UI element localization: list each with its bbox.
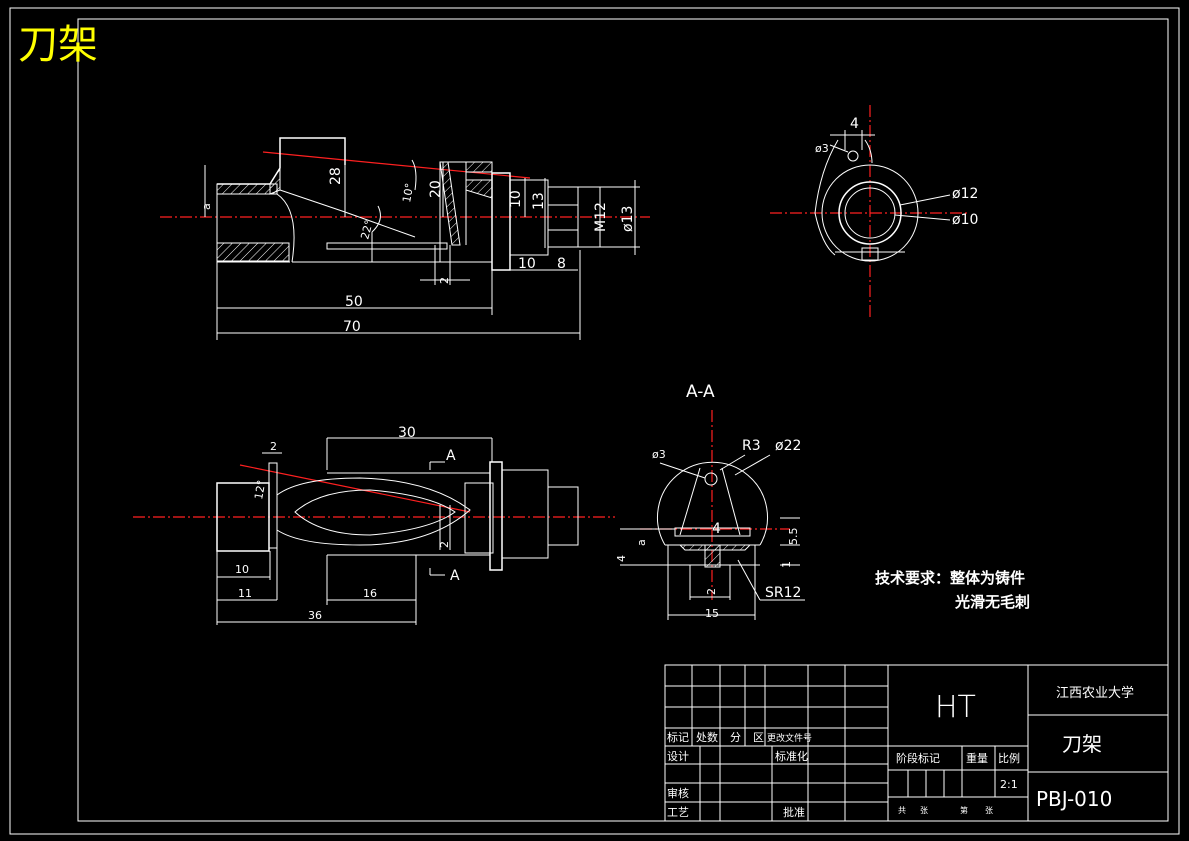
tb-stage-mark: 阶段标记 xyxy=(896,751,940,765)
tb-mark: 标记 xyxy=(667,730,689,744)
dim-dia3-side: ø3 xyxy=(815,142,829,155)
dim-10-h: 10 xyxy=(518,256,536,272)
tb-approve: 批准 xyxy=(783,805,805,819)
inner-frame xyxy=(77,18,1169,822)
tb-zone2: 区 xyxy=(753,731,764,744)
dim-5-5: 5.5 xyxy=(787,528,800,546)
dim-30: 30 xyxy=(398,425,416,441)
corner-title: 刀架 xyxy=(18,22,98,68)
requirements-line-1: 技术要求：整体为铸件 xyxy=(875,569,1025,587)
tb-change-doc: 更改文件号 xyxy=(767,732,812,744)
tb-count: 处数 xyxy=(696,731,718,744)
title-block xyxy=(664,664,1169,822)
dim-a: a xyxy=(200,203,213,210)
front-view xyxy=(160,137,650,340)
outer-frame xyxy=(9,7,1180,835)
dim-28: 28 xyxy=(328,167,344,185)
dim-dia10: ø10 xyxy=(952,212,978,228)
dim-11: 11 xyxy=(238,587,252,600)
section-mark-bottom: A xyxy=(450,568,460,584)
dim-70: 70 xyxy=(343,319,361,335)
section-label: A-A xyxy=(686,382,715,402)
dim-dia12: ø12 xyxy=(952,186,978,202)
dim-10deg: 10° xyxy=(400,182,416,203)
tb-sheets-zhang: 张 xyxy=(920,806,928,815)
tb-scale: 2:1 xyxy=(1000,778,1018,791)
dim-10-v: 10 xyxy=(508,190,524,208)
tb-sheet-zhang: 张 xyxy=(985,806,993,815)
dim-20: 20 xyxy=(428,180,444,198)
dim-4-section-v: 4 xyxy=(615,555,628,562)
title-block-text: 标记 处数 分 区 更改文件号 设计 标准化 审核 工艺 批准 阶段标记 重量 … xyxy=(667,685,1134,819)
tb-standardize: 标准化 xyxy=(775,749,808,763)
dim-dia22: ø22 xyxy=(775,438,801,454)
tb-design: 设计 xyxy=(667,750,689,763)
front-taper-line xyxy=(262,151,531,179)
tb-ratio: 比例 xyxy=(998,751,1020,765)
section-mark-top: A xyxy=(446,448,456,464)
section-dimension-labels: ø3 R3 ø22 4 5.5 1 a 4 2 15 SR12 xyxy=(615,438,801,620)
dim-16: 16 xyxy=(363,587,377,600)
dim-2-plan-b: 2 xyxy=(438,541,451,548)
dim-13-v: 13 xyxy=(531,192,547,210)
dim-22deg: 22° xyxy=(358,219,376,241)
tb-review: 审核 xyxy=(667,786,689,800)
dim-m12: M12 xyxy=(593,202,609,232)
front-dimension-labels: 28 20 10° 22° 10 13 M12 ø13 2 10 8 50 70… xyxy=(200,167,636,335)
side-view xyxy=(770,105,970,320)
dim-a-section: a xyxy=(635,539,648,546)
tb-weight: 重量 xyxy=(966,751,988,765)
dim-10-plan: 10 xyxy=(235,563,249,576)
tb-drawing-no: PBJ-010 xyxy=(1036,787,1112,811)
side-dimension-labels: 4 ø3 ø12 ø10 xyxy=(815,116,978,228)
tb-school: 江西农业大学 xyxy=(1056,685,1134,701)
dim-36: 36 xyxy=(308,609,322,622)
plan-view xyxy=(133,437,615,625)
tb-sheet-no: 第 xyxy=(960,805,968,815)
dim-2-section: 2 xyxy=(705,588,718,595)
tb-zone: 分 xyxy=(730,731,741,744)
dim-1: 1 xyxy=(780,561,793,568)
dim-dia13: ø13 xyxy=(620,206,636,232)
dim-2: 2 xyxy=(438,277,451,284)
dim-dia3-section: ø3 xyxy=(652,448,666,461)
tb-material: HT xyxy=(935,690,976,725)
dim-4-section: 4 xyxy=(712,521,721,537)
dim-50: 50 xyxy=(345,294,363,310)
dim-15: 15 xyxy=(705,607,719,620)
dim-8-h: 8 xyxy=(557,256,566,272)
tb-process: 工艺 xyxy=(667,806,689,819)
dim-sr12: SR12 xyxy=(765,585,801,601)
tb-part-name: 刀架 xyxy=(1062,732,1102,756)
requirements-line-2: 光滑无毛刺 xyxy=(954,593,1030,611)
dim-2-plan: 2 xyxy=(270,440,277,453)
plan-dimension-labels: 2 12° 30 2 10 11 16 36 A A xyxy=(235,425,460,622)
dim-4-side: 4 xyxy=(850,116,859,132)
dim-r3: R3 xyxy=(742,438,761,454)
tb-sheets-total: 共 xyxy=(898,806,906,815)
dim-12deg: 12° xyxy=(252,479,268,500)
section-view: A-A xyxy=(620,382,805,620)
plan-taper-line xyxy=(239,464,471,513)
